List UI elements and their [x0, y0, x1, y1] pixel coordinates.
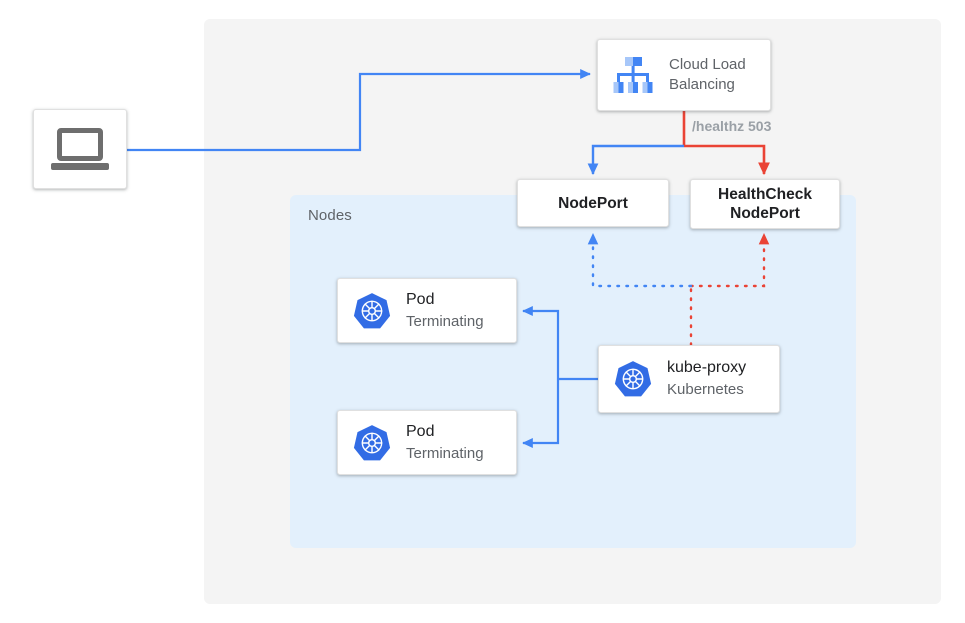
pod-status: Terminating — [406, 444, 484, 462]
client-node[interactable] — [33, 109, 127, 189]
kube-proxy-title: kube-proxy — [667, 359, 747, 376]
kubernetes-icon — [352, 423, 392, 463]
pod-node-2[interactable]: Pod Terminating — [337, 410, 517, 475]
pod-status: Terminating — [406, 312, 484, 330]
nodes-region-label: Nodes — [308, 207, 352, 224]
kube-proxy-subtitle: Kubernetes — [667, 381, 744, 398]
pod-node-1[interactable]: Pod Terminating — [337, 278, 517, 343]
kubernetes-icon — [352, 291, 392, 331]
clb-line-1: Cloud Load — [669, 56, 746, 73]
cloud-load-balancing-node[interactable]: Cloud Load Balancing — [597, 39, 771, 111]
pod-title: Pod — [406, 422, 435, 440]
healthcheck-nodeport-line-2: NodePort — [730, 205, 800, 222]
nodeport-label: NodePort — [558, 194, 628, 212]
laptop-icon — [51, 128, 109, 170]
kubernetes-icon — [613, 359, 653, 399]
healthcheck-nodeport-node[interactable]: HealthCheck NodePort — [690, 179, 840, 229]
nodeport-node[interactable]: NodePort — [517, 179, 669, 227]
healthcheck-nodeport-line-1: HealthCheck — [718, 186, 812, 203]
healthz-label: /healthz 503 — [692, 118, 772, 134]
cloud-load-balancing-label: Cloud Load Balancing — [669, 55, 746, 95]
clb-line-2: Balancing — [669, 76, 735, 93]
cloud-load-balancing-icon — [610, 55, 656, 95]
pod-title: Pod — [406, 290, 435, 308]
kube-proxy-node[interactable]: kube-proxy Kubernetes — [598, 345, 780, 413]
